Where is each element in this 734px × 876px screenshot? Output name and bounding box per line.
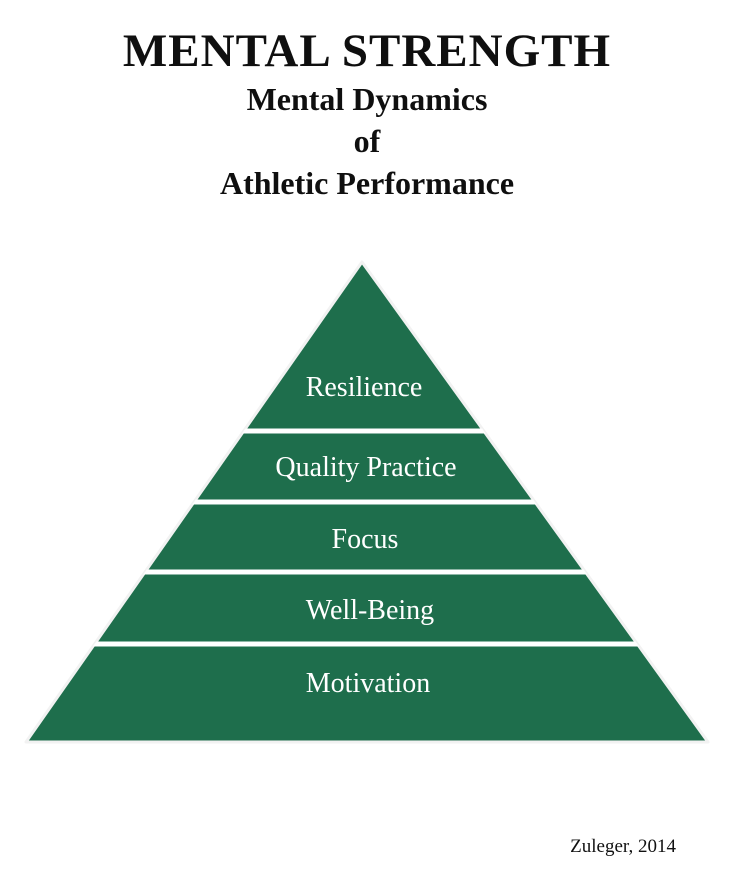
citation: Zuleger, 2014 [570, 836, 676, 857]
subtitle-line-3: Athletic Performance [219, 165, 515, 202]
pyramid-diagram: Resilience Quality Practice Focus Well-B… [0, 258, 734, 758]
pyramid-layer-label-focus: Focus [332, 524, 399, 555]
pyramid-layer-label-resilience: Resilience [306, 372, 423, 403]
subtitle-line-2: of [353, 122, 381, 159]
subtitle-line-1: Mental Dynamics [246, 80, 488, 117]
page-header: MENTAL STRENGTH Mental Dynamics of Athle… [0, 0, 734, 204]
pyramid-layer-label-well-being: Well-Being [306, 595, 434, 626]
pyramid-layer-label-motivation: Motivation [306, 668, 430, 699]
page-title: MENTAL STRENGTH [122, 25, 612, 77]
pyramid-layer-label-quality-practice: Quality Practice [275, 452, 456, 483]
